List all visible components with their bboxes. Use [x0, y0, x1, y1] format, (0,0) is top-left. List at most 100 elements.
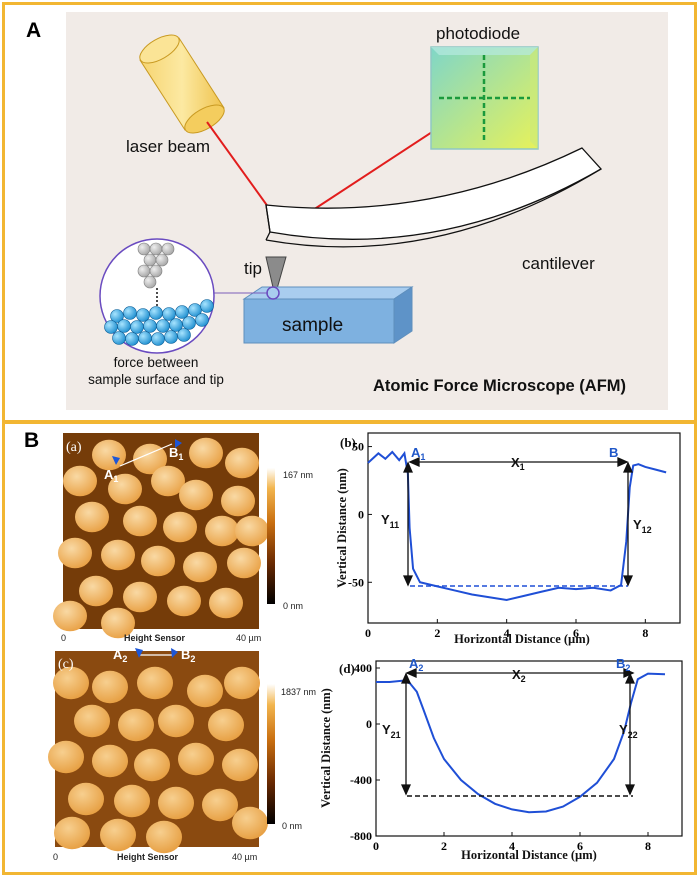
x-tick-label: 0	[373, 839, 379, 853]
particle-disk	[54, 816, 90, 850]
particle-disk	[92, 670, 128, 704]
particle-disk	[79, 575, 113, 607]
particle-disk	[167, 585, 201, 617]
afm-image-c: (c) A2 B2 1837 nm 0 nm 0 Height Sensor 4…	[48, 647, 316, 862]
image-a-point2: B	[169, 445, 178, 460]
svg-text:Y12: Y12	[633, 517, 652, 535]
plot-b-ann-x-sub: 1	[520, 462, 525, 472]
image-c-axis-left: 0	[53, 852, 58, 862]
particle-disk	[92, 439, 126, 471]
particle-disk	[133, 443, 167, 475]
particle-disk	[163, 511, 197, 543]
particle-disk	[134, 748, 170, 782]
plot-d-ann-y2-sub: 22	[628, 730, 638, 740]
particle-disk	[146, 820, 182, 854]
particle-disk	[235, 515, 269, 547]
panel-b-frame	[2, 421, 697, 875]
plot-d-series	[376, 672, 666, 814]
magnified-view	[99, 238, 280, 354]
image-c-point1: A	[113, 647, 123, 662]
plot-d-ann-y1: Y	[382, 722, 391, 737]
plot-d-ann-b-sub: 2	[625, 663, 630, 673]
panel-b-figures: B (a) A1 B1 167 nm 0 nm 0 Height Sensor …	[24, 429, 683, 862]
particle-disk	[151, 465, 185, 497]
plot-d-ylabel: Vertical Distance (nm)	[319, 688, 333, 808]
x-tick-label: 8	[642, 626, 648, 640]
x-tick-label: 4	[504, 626, 510, 640]
particle-disk	[187, 674, 223, 708]
colorbar-a-max: 167 nm	[283, 470, 313, 480]
particle-disk	[118, 708, 154, 742]
plot-b-ann-a: A	[411, 445, 421, 460]
svg-text:X1: X1	[511, 455, 525, 472]
plot-b-ann-y1-sub: 11	[390, 520, 400, 530]
particle-disk	[232, 806, 268, 840]
plot-b-xlabel: Horizontal Distance (µm)	[454, 632, 590, 646]
svg-text:B1: B1	[169, 445, 183, 462]
plot-d-ann-x: X	[512, 667, 521, 682]
svg-text:Y22: Y22	[619, 722, 638, 740]
particle-disk	[227, 547, 261, 579]
photodiode-label: photodiode	[436, 24, 520, 43]
cantilever-label: cantilever	[522, 254, 595, 273]
particle-disk	[208, 708, 244, 742]
plot-b-ann-y2: Y	[633, 517, 642, 532]
x-tick-label: 0	[365, 626, 371, 640]
plot-b-ann-b: B	[609, 445, 618, 460]
colorbar-c-min: 0 nm	[282, 821, 302, 831]
particle-disk	[53, 600, 87, 632]
particle-disk	[48, 740, 84, 774]
plot-d-ann-x-sub: 2	[521, 674, 526, 684]
particle-disk	[101, 539, 135, 571]
image-a-point1: A	[104, 467, 114, 482]
plot-b-ann-y1: Y	[381, 512, 390, 527]
x-tick-label: 2	[441, 839, 447, 853]
particle-disk	[58, 537, 92, 569]
panel-a-label: A	[26, 19, 41, 42]
sample-label: sample	[282, 315, 343, 336]
particle-disk	[92, 744, 128, 778]
y-tick-label: -50	[348, 575, 364, 589]
particle-disk	[75, 501, 109, 533]
particle-disk	[137, 666, 173, 700]
colorbar-a	[267, 468, 275, 604]
image-a-label: (a)	[66, 440, 82, 455]
plot-b-ylabel: Vertical Distance (nm)	[335, 468, 349, 588]
particle-disk	[123, 505, 157, 537]
afm-title: Atomic Force Microscope (AFM)	[373, 377, 626, 395]
particle-disk	[158, 786, 194, 820]
plot-d-ann-y2: Y	[619, 722, 628, 737]
plot-b-ann-y2-sub: 12	[642, 525, 652, 535]
image-a-point2-sub: 1	[178, 452, 183, 462]
plot-d-ann-a-sub: 2	[418, 663, 423, 673]
plot-b-ann-x: X	[511, 455, 520, 470]
colorbar-a-min: 0 nm	[283, 601, 303, 611]
particle-disk	[158, 704, 194, 738]
plot-d-frame	[375, 660, 683, 837]
force-label-line1: force between	[114, 355, 199, 370]
svg-text:A2: A2	[409, 656, 423, 673]
laser-beam-label: laser beam	[126, 137, 210, 156]
particle-disk	[205, 515, 239, 547]
plot-d-ann-b: B	[616, 656, 625, 671]
plot-b-ann-a-sub: 1	[420, 452, 425, 462]
image-c-point1-sub: 2	[122, 654, 127, 664]
particle-disk	[141, 545, 175, 577]
cantilever	[265, 147, 603, 248]
plot-d-label: (d)	[339, 661, 355, 676]
x-tick-label: 4	[509, 839, 515, 853]
particle-disk	[53, 666, 89, 700]
y-tick-label: 0	[366, 717, 372, 731]
svg-text:B2: B2	[616, 656, 630, 673]
particle-disk	[108, 473, 142, 505]
plot-d-ann-y1-sub: 21	[391, 730, 401, 740]
image-a-axis-right: 40 µm	[236, 633, 261, 643]
particle-disk	[189, 437, 223, 469]
afm-image-a: (a) A1 B1 167 nm 0 nm 0 Height Sensor 40…	[53, 433, 313, 643]
particle-disk	[100, 818, 136, 852]
sample-block	[242, 286, 414, 344]
y-tick-label: 400	[354, 661, 372, 675]
laser-source	[139, 34, 225, 134]
